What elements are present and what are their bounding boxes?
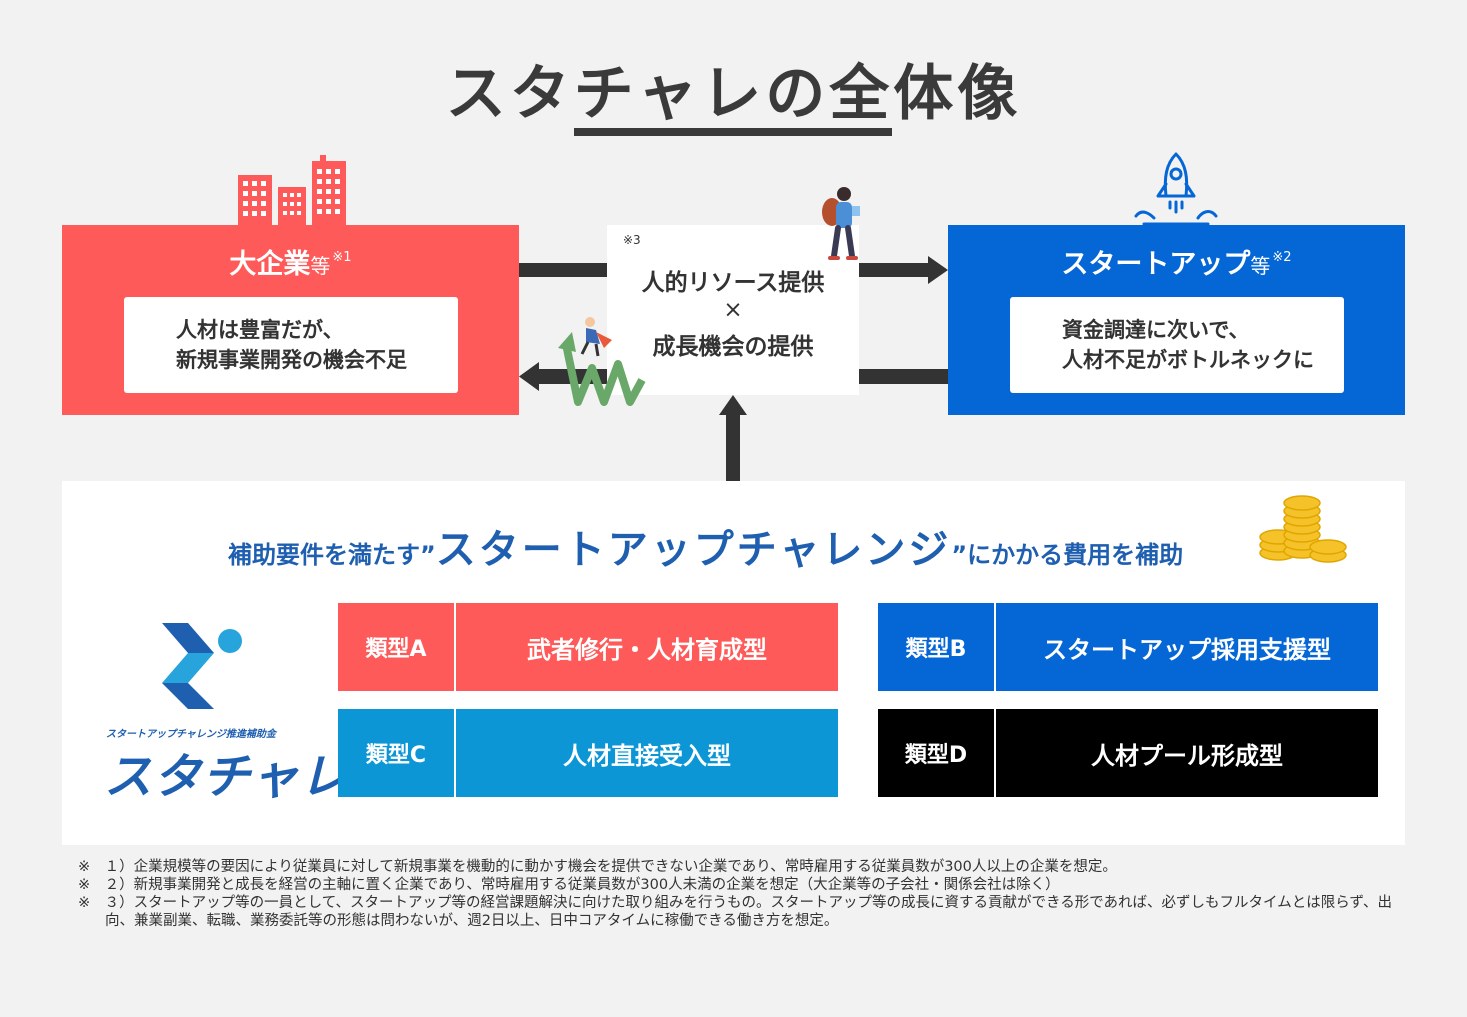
rocket-icon [1134, 152, 1218, 226]
type-b-name: スタートアップ採用支援型 [1043, 635, 1331, 664]
center-line3: 成長機会の提供 [652, 334, 814, 360]
footnotes: ※ １）企業規模等の要因により従業員に対して新規事業を機動的に動かす機会を提供で… [78, 858, 1398, 930]
startup-desc-line2: 人材不足がボトルネックに [1062, 348, 1314, 372]
type-row-a: 類型A 武者修行・人材育成型 [338, 603, 838, 691]
large-company-note: ※1 [332, 250, 352, 265]
large-company-desc-line1: 人材は豊富だが、 [176, 318, 344, 342]
type-a-separator [454, 603, 456, 691]
logo-small-text: スタートアップチャレンジ推進補助金 [106, 729, 276, 740]
arrow-right-head [928, 256, 948, 284]
subsidy-highlight: スタートアップチャレンジ [435, 527, 952, 573]
type-c-separator [454, 709, 456, 797]
type-d-separator [994, 709, 996, 797]
large-company-desc: 人材は豊富だが、 新規事業開発の機会不足 [124, 297, 458, 393]
arrow-up-bar [726, 412, 740, 481]
subsidy-headline: 補助要件を満たす”スタートアップチャレンジ”にかかる費用を補助 [228, 517, 1183, 575]
page-title: スタチャレの全体像 [445, 59, 1022, 129]
arrow-right-top-bar [859, 263, 931, 277]
type-a-label: 類型A [365, 637, 427, 662]
arrow-bottom-right-bar [859, 369, 948, 384]
logo-big-text: スタチャレ [104, 749, 349, 805]
large-company-box: 大企業等※1 人材は豊富だが、 新規事業開発の機会不足 [62, 225, 519, 415]
center-box: ※3 人的リソース提供 × 成長機会の提供 [607, 225, 859, 395]
startup-desc: 資金調達に次いで、 人材不足がボトルネックに [1010, 297, 1344, 393]
startup-title: スタートアップ [1061, 249, 1251, 280]
large-company-desc-line2: 新規事業開発の機会不足 [176, 348, 407, 372]
growth-chart-icon [558, 317, 646, 406]
subsidy-prefix: 補助要件を満たす” [228, 541, 436, 569]
center-line1: 人的リソース提供 [641, 270, 825, 296]
subsidy-suffix: ”にかかる費用を補助 [951, 541, 1184, 569]
type-c-name: 人材直接受入型 [563, 741, 731, 770]
coins-icon [1259, 495, 1347, 563]
buildings-icon [238, 155, 346, 227]
type-row-b: 類型B スタートアップ採用支援型 [878, 603, 1378, 691]
arrow-left-head [519, 362, 539, 391]
large-company-title: 大企業 [229, 249, 311, 280]
type-d-name: 人材プール形成型 [1091, 741, 1283, 770]
stachare-logo-icon [162, 623, 242, 709]
large-company-suffix: 等 [310, 254, 331, 278]
type-a-name: 武者修行・人材育成型 [527, 635, 767, 664]
footnote-1: ※ １）企業規模等の要因により従業員に対して新規事業を機動的に動かす機会を提供で… [78, 859, 1117, 875]
startup-box: スタートアップ等※2 資金調達に次いで、 人材不足がボトルネックに [948, 225, 1405, 415]
startup-desc-line1: 資金調達に次いで、 [1062, 318, 1250, 342]
type-row-c: 類型C 人材直接受入型 [338, 709, 838, 797]
type-row-d: 類型D 人材プール形成型 [878, 709, 1378, 797]
center-note: ※3 [623, 233, 641, 247]
startup-suffix: 等 [1250, 254, 1271, 278]
footnote-2: ※ ２）新規事業開発と成長を経営の主軸に置く企業であり、常時雇用する従業員数が3… [78, 877, 1060, 893]
footnote-3: ※ ３）スタートアップ等の一員として、スタートアップ等の経営課題解決に向けた取り… [78, 895, 1392, 929]
title-underline [574, 128, 892, 136]
type-c-label: 類型C [365, 743, 427, 768]
type-d-label: 類型D [904, 743, 968, 768]
traveler-icon [822, 187, 860, 260]
arrow-left-top-bar [519, 263, 607, 277]
type-b-label: 類型B [905, 637, 967, 662]
type-b-separator [994, 603, 996, 691]
subsidy-panel: 補助要件を満たす”スタートアップチャレンジ”にかかる費用を補助 スタートアップチ… [62, 481, 1405, 845]
startup-note: ※2 [1272, 250, 1292, 265]
center-line2: × [723, 297, 743, 323]
arrow-up-head [719, 395, 747, 415]
